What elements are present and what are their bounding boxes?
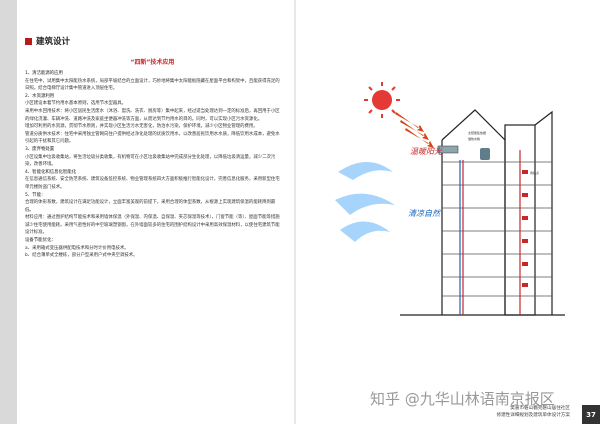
text-column: 建筑设计 “四新”技术应用 1、清洁能源的应用 在住宅中，试用集中太阳能热水系统… bbox=[25, 33, 280, 260]
wind-icon bbox=[335, 162, 395, 242]
paragraph: 2、水资源利用 bbox=[25, 93, 55, 99]
building-outline bbox=[400, 109, 565, 316]
paragraph: 在信息通信系统、安全防范系统、建筑设备监控系统、物业管理系统四大方面积极推行智能… bbox=[25, 177, 280, 190]
footer-line: 樊嘉市磐山樾苑磐山居住社区 bbox=[510, 406, 570, 411]
page-number: 37 bbox=[582, 405, 600, 424]
paragraph: 5、节能： bbox=[25, 192, 46, 198]
paragraph: 1、清洁能源的应用 bbox=[25, 71, 63, 76]
footer-line: 修建性详细规划及建筑单体设计方案 bbox=[496, 413, 570, 418]
unit-heaters bbox=[522, 170, 528, 287]
section-header: 建筑设计 bbox=[25, 33, 280, 49]
sun-label: 温暖阳光 bbox=[410, 147, 443, 156]
paragraph: b、结合薄单式全楼栋，部分户型采用户式中央空调技术。 bbox=[25, 253, 138, 259]
tank-label: 储热水箱 bbox=[468, 136, 480, 141]
sun-icon bbox=[364, 82, 400, 118]
page-divider bbox=[294, 0, 296, 424]
paragraph: 小区建设本着节约用水基本原则，选用节水型器具。 bbox=[25, 101, 126, 107]
paragraph: a、采用箱式变压器供配电技术和分时计价用电技术。 bbox=[25, 245, 129, 251]
building-section-diagram: 温暖阳光 清凉自然 太阳能集热器 储热水箱 用热点 bbox=[335, 82, 565, 316]
paragraph: 在住宅中，试用集中太阳能热水系统，局部平坡结合的立面设计，巧妙地将集中太阳能板隐… bbox=[25, 78, 280, 92]
unit-label: 用热点 bbox=[530, 170, 539, 175]
section-title: 建筑设计 bbox=[36, 37, 71, 47]
collector-label: 太阳能集热器 bbox=[468, 130, 486, 135]
paragraph: 设备节能优化： bbox=[25, 238, 56, 244]
paragraph: 管道分质供水技术：住宅中采用独立管网向住户提供经过净化处理的优质饮用水，以改善居… bbox=[25, 131, 280, 145]
watermark: 知乎 @九华山林语南京报区 bbox=[370, 390, 555, 408]
wind-label: 清凉自然 bbox=[408, 209, 441, 218]
paragraph: 4、智能化和信息化智能化 bbox=[25, 169, 77, 175]
paragraph: 小区设集中垃圾收集站，将生活垃圾分类收集，有机物可在小区垃圾收集站中完成部分生化… bbox=[25, 154, 276, 168]
sun-rays-arrows bbox=[395, 112, 434, 148]
section-marker-icon bbox=[25, 37, 32, 45]
paragraph: 3、废弃物处置 bbox=[25, 146, 55, 152]
paragraph: 采用中水回用技术：将小区居民生活废水（沐浴、盥洗、洗衣、厨房等）集中起来，经过适… bbox=[25, 108, 280, 122]
paragraph: 增加可利用的水资源，贯彻节水原则，并实现小区生活污水无害化，防治水污染，保护环境… bbox=[25, 124, 258, 130]
paragraph: 材料应用：通过围护结构节能技术和采用墙体保温（外保温、内保温、自保温、夹芯保温等… bbox=[25, 215, 280, 236]
left-margin-band bbox=[0, 0, 17, 424]
footer-caption: 樊嘉市磐山樾苑磐山居住社区 修建性详细规划及建筑单体设计方案 bbox=[496, 405, 570, 419]
solar-collector-icon bbox=[437, 145, 490, 160]
water-pipes bbox=[459, 150, 521, 315]
paragraph: 合理的体形系数，建筑设计在满足功能设计，立面丰富美观的前提下，采用合理的体型系数… bbox=[25, 200, 276, 213]
subtitle: “四新”技术应用 bbox=[130, 59, 175, 66]
